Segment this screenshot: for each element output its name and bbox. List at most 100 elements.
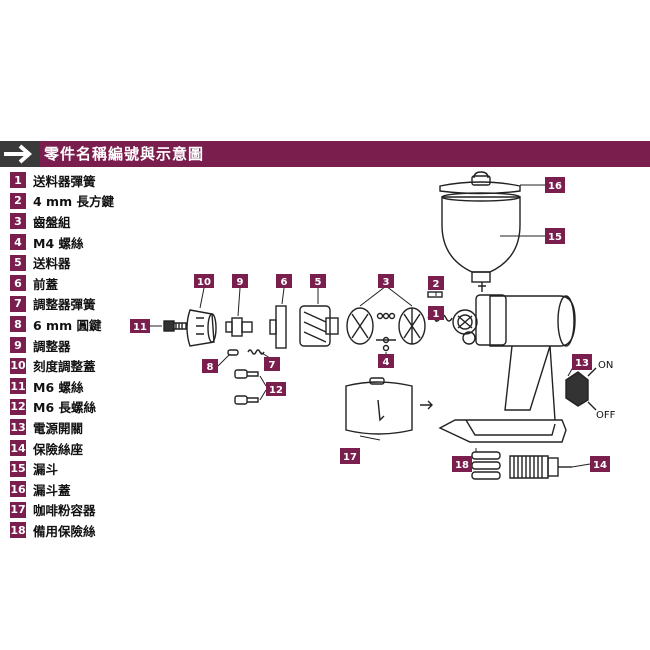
callout-17: 17: [340, 448, 360, 464]
part-number-badge: 1: [10, 172, 26, 189]
grinder-body-icon: [438, 282, 576, 443]
part-number-badge: 5: [10, 254, 26, 271]
switch-on-label: ON: [598, 360, 613, 371]
part-number-badge: 10: [10, 357, 26, 374]
callout-3: 3: [378, 274, 394, 288]
svg-text:9: 9: [237, 277, 244, 288]
m6-screw-icon: [163, 320, 187, 332]
callout-5: 5: [310, 274, 326, 288]
callout-16: 16: [545, 177, 565, 193]
part-label: 咖啡粉容器: [33, 503, 96, 519]
part-number-badge: 11: [10, 378, 26, 395]
list-item: 2 4 mm 長方鍵: [10, 191, 130, 212]
part-label: M6 螺絲: [33, 379, 84, 395]
part-label: M6 長螺絲: [33, 400, 96, 416]
svg-text:8: 8: [207, 362, 214, 373]
callout-4: 4: [378, 354, 394, 368]
part-label: 調整器彈簧: [33, 297, 96, 313]
part-label: 前蓋: [33, 276, 59, 292]
svg-text:13: 13: [575, 358, 589, 369]
part-number-badge: 12: [10, 398, 26, 415]
svg-text:18: 18: [455, 460, 469, 471]
part-label: 漏斗: [33, 462, 59, 478]
svg-text:7: 7: [269, 360, 276, 371]
callout-14: 14: [590, 456, 610, 472]
callout-9: 9: [232, 274, 248, 288]
svg-text:12: 12: [269, 385, 283, 396]
hopper-lid-icon: [439, 171, 521, 195]
list-item: 12 M6 長螺絲: [10, 397, 130, 418]
part-number-badge: 13: [10, 419, 26, 436]
part-number-badge: 3: [10, 213, 26, 230]
part-label: 送料器: [33, 256, 71, 272]
part-number-badge: 9: [10, 337, 26, 354]
dial-cap-icon: [186, 309, 217, 347]
section-header: 零件名稱編號與示意圖: [0, 141, 650, 167]
list-item: 13 電源開關: [10, 417, 130, 438]
part-number-badge: 17: [10, 501, 26, 518]
svg-text:10: 10: [197, 277, 211, 288]
part-number-badge: 6: [10, 275, 26, 292]
list-item: 17 咖啡粉容器: [10, 500, 130, 521]
page-title: 零件名稱編號與示意圖: [44, 145, 205, 163]
callout-6: 6: [276, 274, 292, 288]
front-burr-icon: [452, 309, 478, 345]
svg-text:4: 4: [383, 357, 390, 368]
list-item: 3 齒盤組: [10, 211, 130, 232]
adjuster-spring-icon: [247, 349, 265, 355]
callout-8: 8: [202, 359, 218, 373]
part-number-badge: 16: [10, 481, 26, 498]
svg-text:2: 2: [433, 279, 440, 290]
callout-12: 12: [266, 382, 286, 396]
svg-text:5: 5: [315, 277, 322, 288]
part-label: 4 mm 長方鍵: [33, 194, 114, 210]
part-label: 齒盤組: [33, 214, 71, 230]
callout-7: 7: [264, 357, 280, 371]
svg-text:17: 17: [343, 452, 357, 463]
svg-text:1: 1: [433, 309, 440, 320]
callout-10: 10: [194, 274, 214, 288]
feeder-icon: [299, 305, 339, 347]
list-item: 11 M6 螺絲: [10, 376, 130, 397]
svg-text:3: 3: [383, 277, 390, 288]
part-number-badge: 2: [10, 192, 26, 209]
spare-fuses-icon: [471, 451, 501, 480]
feed-spring-icon: [427, 314, 453, 322]
square-key-icon: [427, 291, 443, 298]
part-label: 備用保險絲: [33, 523, 96, 539]
hopper-icon: [441, 192, 521, 283]
callout-2: 2: [428, 276, 444, 290]
part-number-badge: 15: [10, 460, 26, 477]
burr-set-icon: [346, 307, 426, 345]
callout-11: 11: [130, 319, 150, 333]
front-cover-icon: [269, 305, 287, 349]
part-label: 漏斗蓋: [33, 482, 71, 498]
power-switch-icon: [565, 367, 597, 411]
part-label: 電源開關: [33, 420, 84, 436]
callout-1: 1: [428, 306, 444, 320]
part-label: 刻度調整蓋: [33, 359, 96, 375]
svg-text:6: 6: [281, 277, 288, 288]
switch-off-label: OFF: [596, 410, 616, 421]
m4-screws-icon: [376, 336, 396, 352]
svg-text:11: 11: [133, 322, 147, 333]
part-label: 6 mm 圓鍵: [33, 317, 102, 333]
list-item: 10 刻度調整蓋: [10, 355, 130, 376]
list-item: 15 漏斗: [10, 458, 130, 479]
adjuster-icon: [225, 317, 253, 337]
part-number-badge: 8: [10, 316, 26, 333]
callout-15: 15: [545, 228, 565, 244]
part-label: M4 螺絲: [33, 235, 84, 251]
part-number-badge: 18: [10, 522, 26, 539]
part-number-badge: 14: [10, 440, 26, 457]
list-item: 5 送料器: [10, 252, 130, 273]
svg-text:16: 16: [548, 181, 562, 192]
list-item: 18 備用保險絲: [10, 520, 130, 541]
svg-text:15: 15: [548, 232, 562, 243]
m6-long-screws-icon: [234, 369, 259, 405]
